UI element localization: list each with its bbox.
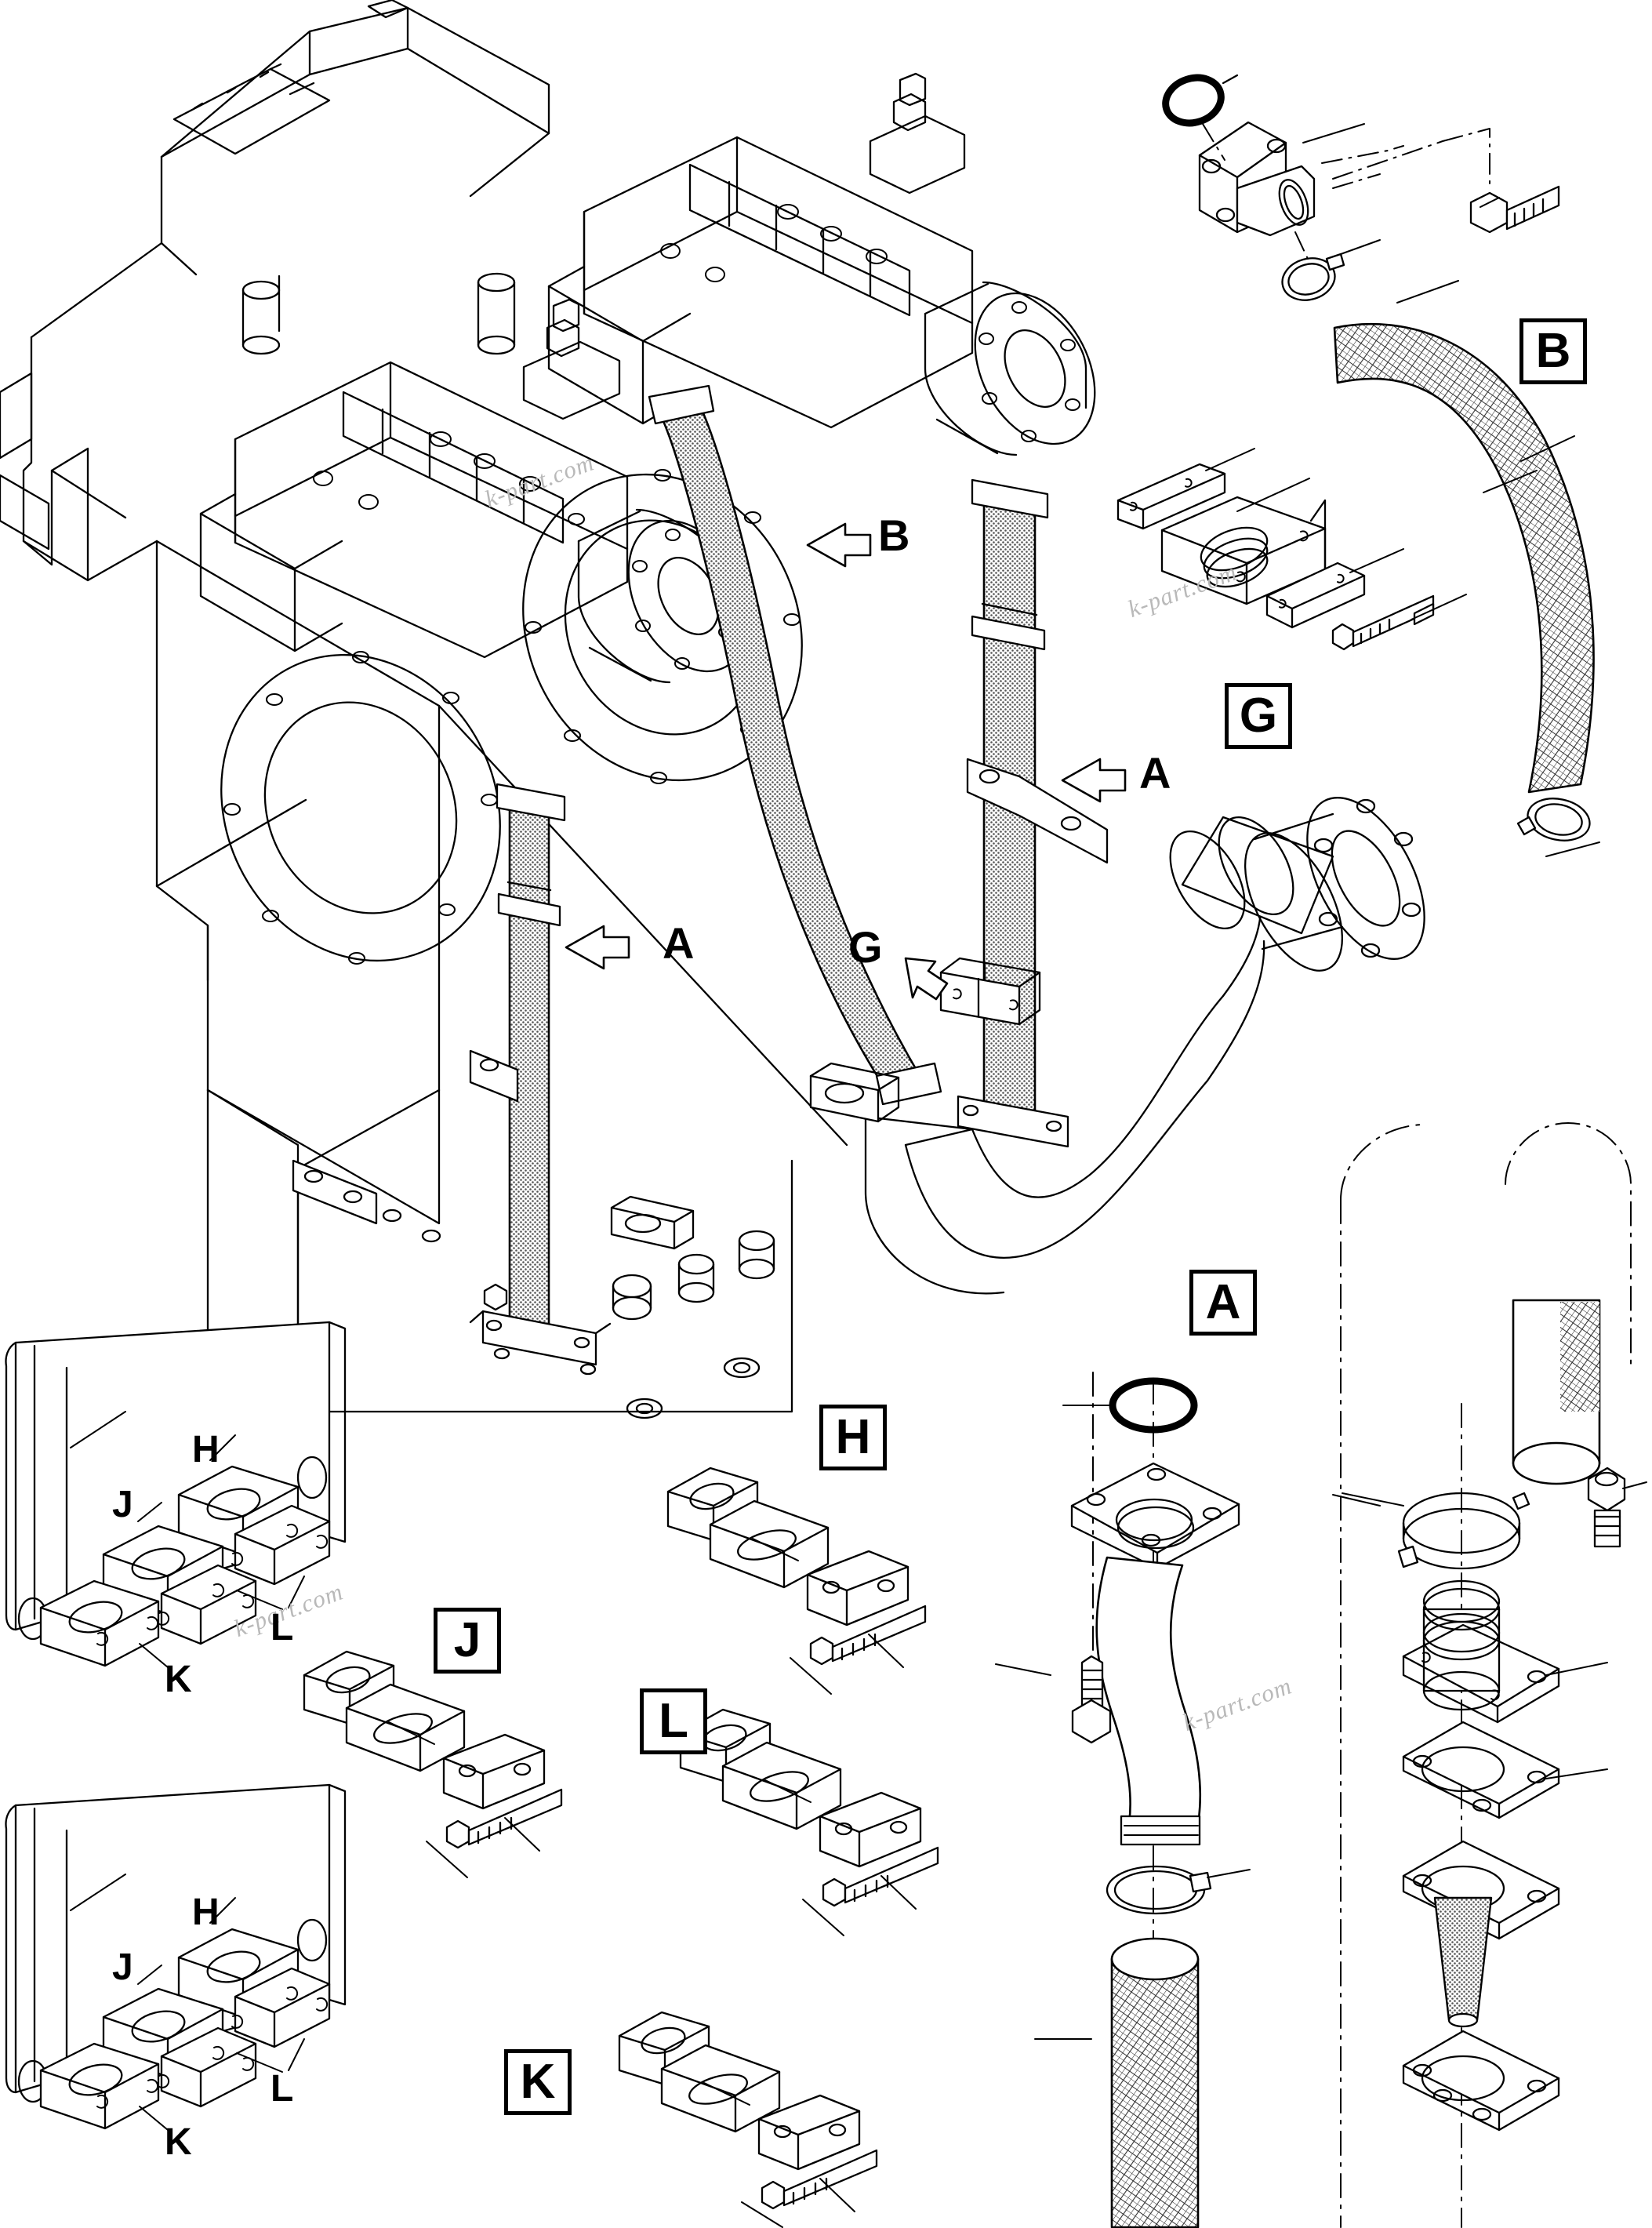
callout-box-g: G <box>1225 683 1292 749</box>
curved-hose-b <box>648 384 942 1106</box>
leader-letter-h-upper: H <box>192 1429 220 1470</box>
leader-letter-j-lower: J <box>112 1946 133 1988</box>
leader-letter-j-upper: J <box>112 1484 133 1525</box>
detail-h-clamp <box>666 1467 927 1695</box>
gearbox-housing <box>0 0 848 1423</box>
housing-mount-pads <box>292 758 1109 1419</box>
suction-hose-left <box>469 783 612 1376</box>
detail-l-clamp <box>679 1708 939 1936</box>
detail-a-assembly <box>995 1372 1251 2228</box>
hydraulic-pump-front <box>199 272 750 684</box>
detail-g-assembly <box>1116 448 1467 651</box>
arrow-label-g: G <box>848 922 883 972</box>
callout-arrows <box>565 522 1127 1001</box>
detail-b-assembly <box>1162 74 1600 857</box>
arrow-b <box>806 522 872 568</box>
callout-box-l: L <box>640 1688 707 1754</box>
callout-box-k: K <box>504 2049 572 2115</box>
hose-clamp-block-installed <box>939 957 1041 1026</box>
leader-letter-h-lower: H <box>192 1892 220 1933</box>
arrow-a-right <box>1061 758 1127 803</box>
clamp-bracket-plate-lower <box>5 1783 347 2131</box>
leader-letter-k-upper: K <box>165 1659 192 1700</box>
arrow-label-a-right: A <box>1139 748 1171 798</box>
arrow-a-left <box>565 925 630 970</box>
leader-letter-l-upper: L <box>270 1607 294 1648</box>
arrow-g <box>904 957 949 1001</box>
elbow-suction-pipe <box>864 797 1425 1295</box>
clamp-bracket-plate-upper <box>5 1321 347 1668</box>
callout-box-h: H <box>819 1405 887 1470</box>
detail-right-column <box>1332 1122 1647 2228</box>
hydraulic-pump-rear <box>547 72 1096 456</box>
arrow-label-b: B <box>878 511 910 560</box>
detail-k-clamp <box>618 2011 878 2228</box>
detail-j-clamp <box>303 1650 563 1878</box>
arrow-label-a-left: A <box>663 918 695 968</box>
callout-box-j: J <box>434 1608 501 1674</box>
leader-letter-l-lower: L <box>270 2068 294 2110</box>
callout-box-a: A <box>1189 1270 1257 1336</box>
callout-box-b: B <box>1519 318 1587 384</box>
leader-letter-k-lower: K <box>165 2121 192 2163</box>
